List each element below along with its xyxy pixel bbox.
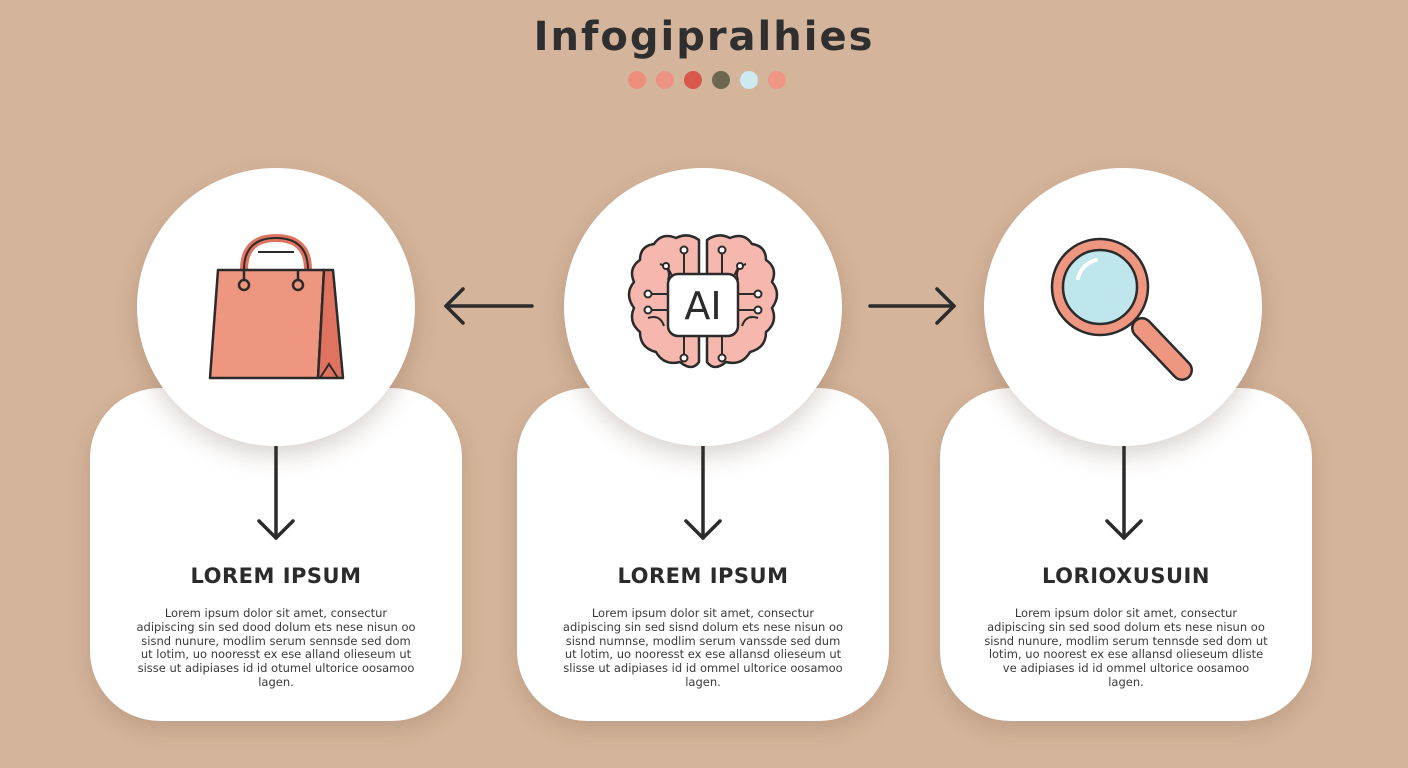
page-title: Infogipralhies (533, 14, 875, 60)
step-description: Lorem ipsum dolor sit amet, consectur ad… (984, 606, 1268, 689)
step-heading: LOREM IPSUM (617, 564, 789, 588)
step-icon-circle-1 (137, 168, 415, 446)
step-icon-circle-2: AI (564, 168, 842, 446)
step-description: Lorem ipsum dolor sit amet, consectur ad… (562, 606, 844, 689)
arrow-left-icon (444, 287, 534, 325)
step-heading: LORIOXUSUIN (1042, 564, 1210, 588)
step-icon-circle-3 (984, 168, 1262, 446)
step-card-2: LOREM IPSUM Lorem ipsum dolor sit amet, … (517, 388, 889, 721)
step-description: Lorem ipsum dolor sit amet, consectur ad… (136, 606, 416, 689)
arrow-down-icon (684, 446, 722, 540)
color-dots (628, 71, 786, 89)
arrow-right-icon (868, 287, 956, 325)
arrow-down-icon (1105, 446, 1143, 540)
magnifying-glass-icon (1050, 237, 1193, 381)
arrow-down-icon (257, 446, 295, 540)
shopping-bag-icon (208, 233, 345, 380)
color-dot (628, 71, 646, 89)
color-dot (656, 71, 674, 89)
color-dot (684, 71, 702, 89)
color-dot (712, 71, 730, 89)
ai-brain-icon: AI (627, 234, 779, 369)
color-dot (740, 71, 758, 89)
ai-chip-label: AI (684, 284, 721, 328)
color-dot (768, 71, 786, 89)
step-heading: LOREM IPSUM (190, 564, 362, 588)
